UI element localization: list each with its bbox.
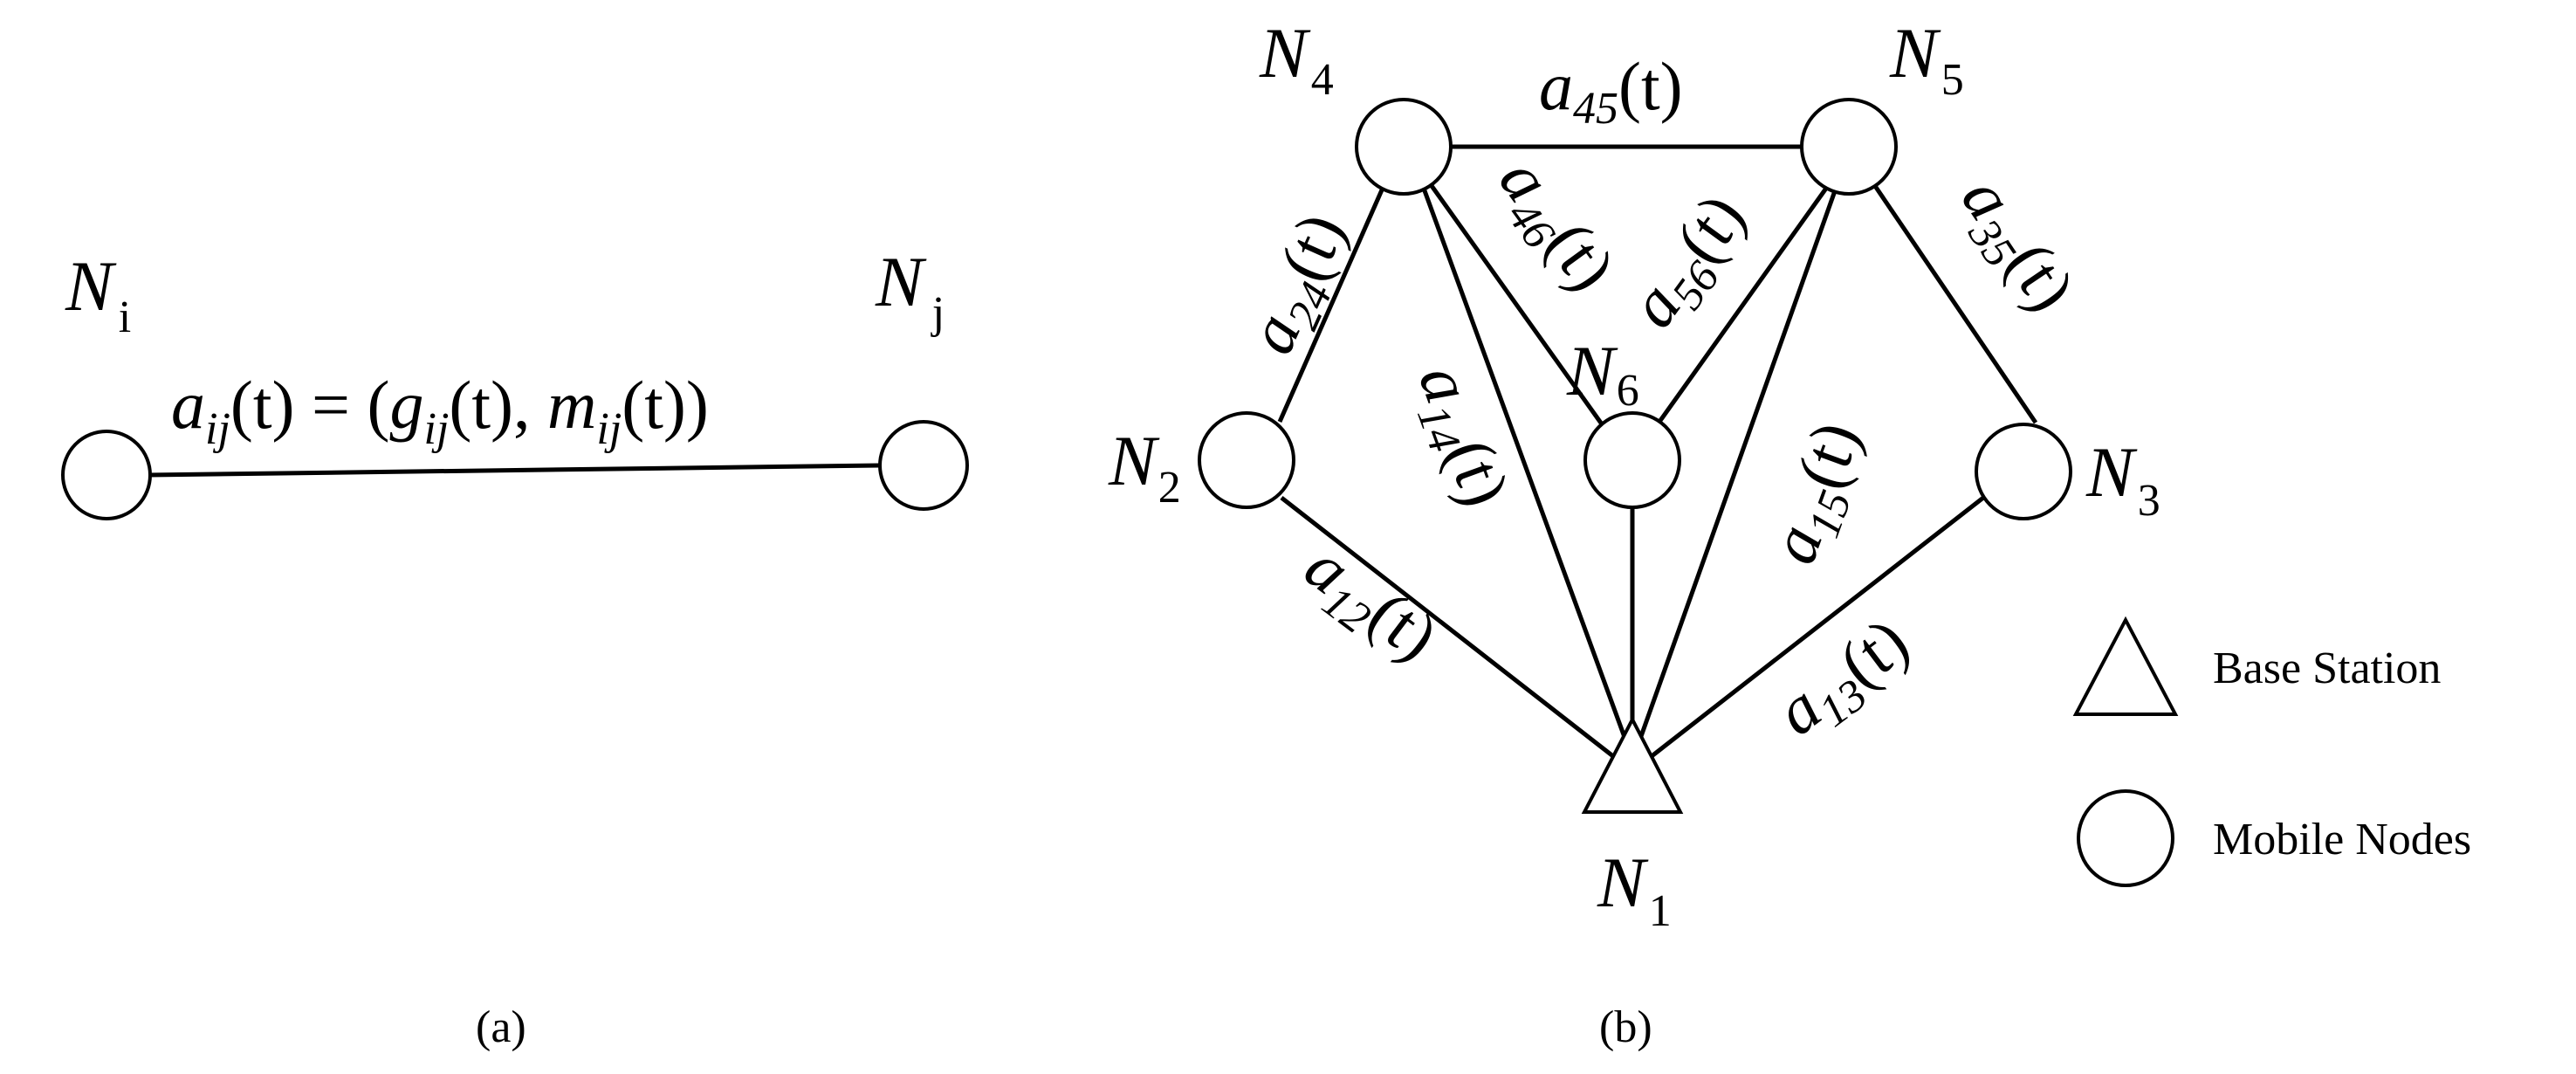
edge-14 [1420, 185, 1638, 767]
edge-12-label: a12(t) [1286, 527, 1452, 682]
edge-13-label: a13(t) [1762, 602, 1927, 757]
panel-b: N4 N5 N2 N6 N3 N1 a45(t) a24(t) a46(t) [1108, 13, 2160, 1052]
node-6-label: N6 [1566, 331, 1639, 416]
caption-b: (b) [1599, 1002, 1652, 1052]
legend-base-station-label: Base Station [2213, 644, 2441, 693]
edge-35 [1871, 182, 2038, 424]
node-5-label: N5 [1889, 13, 1964, 105]
edge-14-label: a14(t) [1396, 355, 1525, 519]
legend-base-station-icon [2072, 616, 2179, 716]
node-2 [1198, 411, 1295, 509]
node-1-label: N1 [1597, 843, 1672, 936]
edge-24 [1277, 184, 1386, 423]
legend-mobile-nodes-label: Mobile Nodes [2213, 815, 2471, 864]
node-4-label: N4 [1259, 13, 1334, 105]
node-6 [1583, 411, 1681, 509]
node-5 [1800, 98, 1898, 196]
legend: Base Station Mobile Nodes [2072, 616, 2471, 887]
node-j [878, 420, 969, 511]
edge-15-label: a15(t) [1754, 411, 1883, 575]
node-i [61, 430, 152, 520]
node-4 [1355, 98, 1453, 196]
caption-a: (a) [476, 1002, 526, 1052]
edge-ij [148, 463, 881, 478]
edge-ij-formula: aij(t) = (gij(t), mij(t)) [171, 367, 709, 454]
edge-56 [1652, 182, 1832, 430]
edge-12 [1280, 496, 1627, 768]
edge-45-label: a45(t) [1539, 48, 1683, 134]
node-3 [1975, 423, 2072, 520]
edge-15 [1628, 185, 1839, 767]
edge-35-label: a35(t) [1940, 162, 2091, 329]
edge-56-label: a56(t) [1613, 180, 1767, 347]
legend-mobile-node-icon [2077, 789, 2174, 887]
base-station-node-1 [1581, 715, 1684, 814]
edge-24-label: a24(t) [1232, 202, 1368, 368]
edge-46 [1427, 182, 1607, 430]
node-3-label: N3 [2085, 432, 2160, 526]
edge-13 [1638, 496, 1985, 768]
node-2-label: N2 [1108, 421, 1181, 513]
